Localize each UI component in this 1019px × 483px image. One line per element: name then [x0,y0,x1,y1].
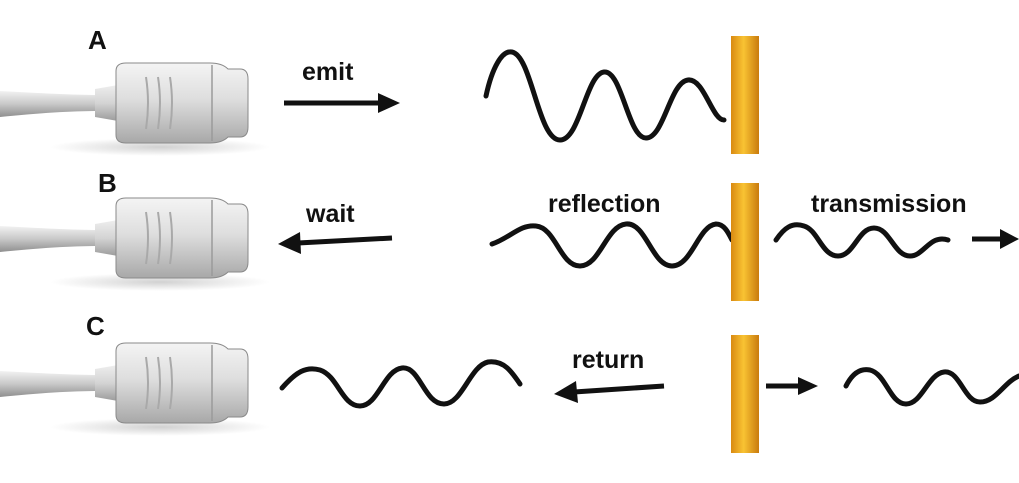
returning-wave [279,359,523,409]
transmission-label: transmission [811,190,967,218]
emitted-wave [483,49,727,143]
reflected-wave [489,221,735,269]
ultrasound-probe-icon [0,342,270,436]
row-label-c: C [86,311,105,341]
transmission-arrow-icon [766,377,818,395]
row-label-b: B [98,168,117,198]
row-label-a: A [88,25,107,55]
emit-label: emit [302,58,354,86]
transmission-arrow-icon [972,229,1019,249]
return-arrow-icon [554,381,665,403]
reflection-label: reflection [548,190,661,218]
tissue-interface-bar-a [731,36,759,154]
transmitted-wave-continued [843,367,1019,407]
return-label: return [572,346,644,374]
ultrasound-probe-icon [0,197,270,291]
tissue-interface-bar-c [731,335,759,453]
wait-label: wait [305,200,355,228]
ultrasound-probe-icon [0,62,270,156]
wait-arrow-icon [278,232,393,254]
tissue-interface-bar-b [731,183,759,301]
transmitted-wave [773,222,951,259]
emit-arrow-icon [284,93,400,113]
